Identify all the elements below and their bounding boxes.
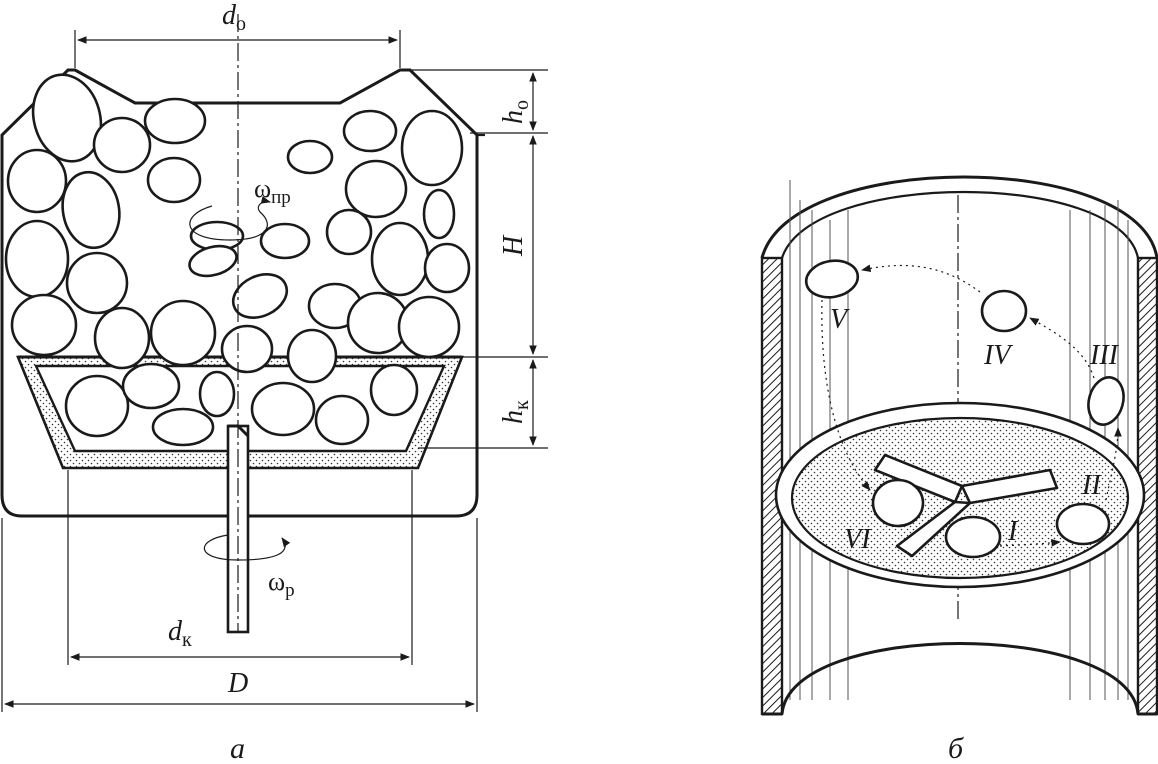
motion-paths (821, 264, 1122, 547)
stage-label-4: IV (983, 340, 1013, 371)
label-D: D (227, 668, 248, 699)
stage-label-1: I (1007, 516, 1019, 547)
label-d-o: dо (222, 0, 246, 35)
caption-a: а (230, 732, 245, 764)
figure-b: I II III IV V VI б (760, 175, 1158, 764)
label-H: H (498, 234, 529, 257)
label-h-k: hк (498, 400, 533, 424)
stage-label-5: V (830, 304, 850, 335)
stage-label-3: III (1089, 340, 1120, 371)
cylinder-top-rim (760, 175, 1158, 259)
dimensions-a (1, 30, 548, 712)
rotor-plate-inner (790, 416, 1130, 580)
stage-label-2: II (1081, 470, 1102, 501)
rotor-blades (873, 453, 1059, 558)
omega-r-arrow (203, 534, 291, 561)
label-d-k: dк (168, 616, 192, 651)
stones-b (804, 259, 1125, 559)
stage-label-6: VI (844, 524, 872, 555)
caption-b: б (948, 732, 964, 764)
label-omega-r: ωр (268, 567, 295, 601)
stones-a (4, 73, 471, 447)
label-omega-pr: ωпр (254, 174, 291, 208)
figure-a: dо hо H hк ωпр ωр dк D а (0, 0, 548, 764)
label-h-o: hо (498, 100, 533, 124)
cylinder-bottom-edge (780, 642, 1140, 715)
omega-pr-arrow (189, 196, 271, 241)
